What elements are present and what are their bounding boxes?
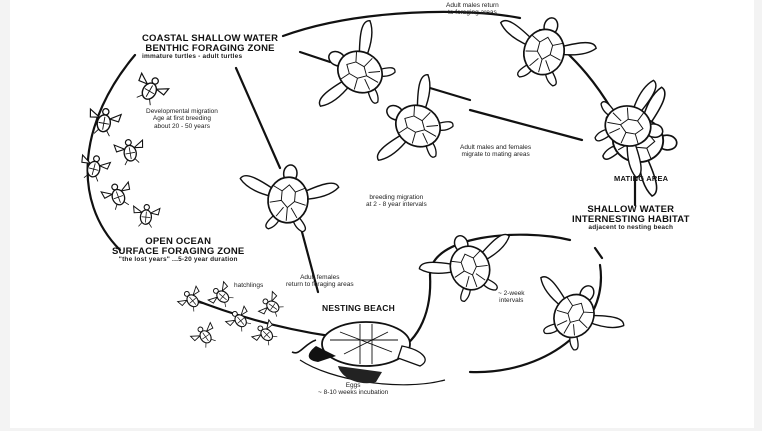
- juveniles-developmental: [77, 70, 170, 228]
- developmental-migration-label: Developmental migration Age at first bre…: [146, 108, 218, 130]
- adult-females-return-line-2: return to foraging areas: [286, 281, 354, 288]
- turtle-nesting: [292, 322, 445, 385]
- coastal-subtitle: immature turtles - adult turtles: [142, 54, 278, 61]
- eggs-label: Eggs ~ 8-10 weeks incubation: [318, 382, 388, 397]
- turtle-female-descending: [236, 161, 340, 235]
- open-ocean-subtitle: "the lost years" ...5-20 year duration: [112, 257, 244, 264]
- adult-females-return-line-1: Adult females: [286, 274, 354, 281]
- mating-area-title: MATING AREA: [614, 175, 668, 183]
- breeding-migration-line-2: at 2 - 8 year intervals: [366, 201, 427, 208]
- adult-females-return-label: Adult females return to foraging areas: [286, 274, 354, 289]
- shallow-water-title: SHALLOW WATER INTERNESTING HABITAT adjac…: [572, 205, 690, 232]
- turtle-adult-males-return: [488, 5, 600, 94]
- internesting-interval-label: ~ 2-week intervals: [498, 290, 525, 305]
- nesting-beach-title: NESTING BEACH: [322, 304, 395, 313]
- eggs-line-1: Eggs: [318, 382, 388, 389]
- adult-mating-migrate-label: Adult males and females migrate to matin…: [460, 144, 531, 159]
- breeding-migration-label: breeding migration at 2 - 8 year interva…: [366, 194, 427, 209]
- breeding-migration-line-1: breeding migration: [366, 194, 427, 201]
- eggs-line-2: ~ 8-10 weeks incubation: [318, 389, 388, 396]
- developmental-migration-line-3: about 20 - 50 years: [146, 123, 218, 130]
- developmental-migration-line-1: Developmental migration: [146, 108, 218, 115]
- adult-mating-migrate-line-1: Adult males and females: [460, 144, 531, 151]
- coastal-zone-title: COASTAL SHALLOW WATER BENTHIC FORAGING Z…: [142, 34, 278, 61]
- internesting-interval-line-1: ~ 2-week: [498, 290, 525, 297]
- adult-males-return-line-1: Adult males return: [446, 2, 499, 9]
- internesting-interval-line-2: intervals: [498, 297, 525, 304]
- adult-males-return-label: Adult males return to foraging areas: [446, 2, 499, 17]
- adult-mating-migrate-line-2: migrate to mating areas: [460, 151, 531, 158]
- hatchlings-group: [176, 280, 287, 351]
- turtle-internesting-2: [518, 263, 633, 366]
- open-ocean-title: OPEN OCEAN SURFACE FORAGING ZONE "the lo…: [112, 237, 244, 264]
- developmental-migration-line-2: Age at first breeding: [146, 115, 218, 122]
- hatchlings-label: hatchlings: [234, 282, 263, 289]
- adult-males-return-line-2: to foraging areas: [446, 9, 499, 16]
- shallow-subtitle: adjacent to nesting beach: [572, 225, 690, 232]
